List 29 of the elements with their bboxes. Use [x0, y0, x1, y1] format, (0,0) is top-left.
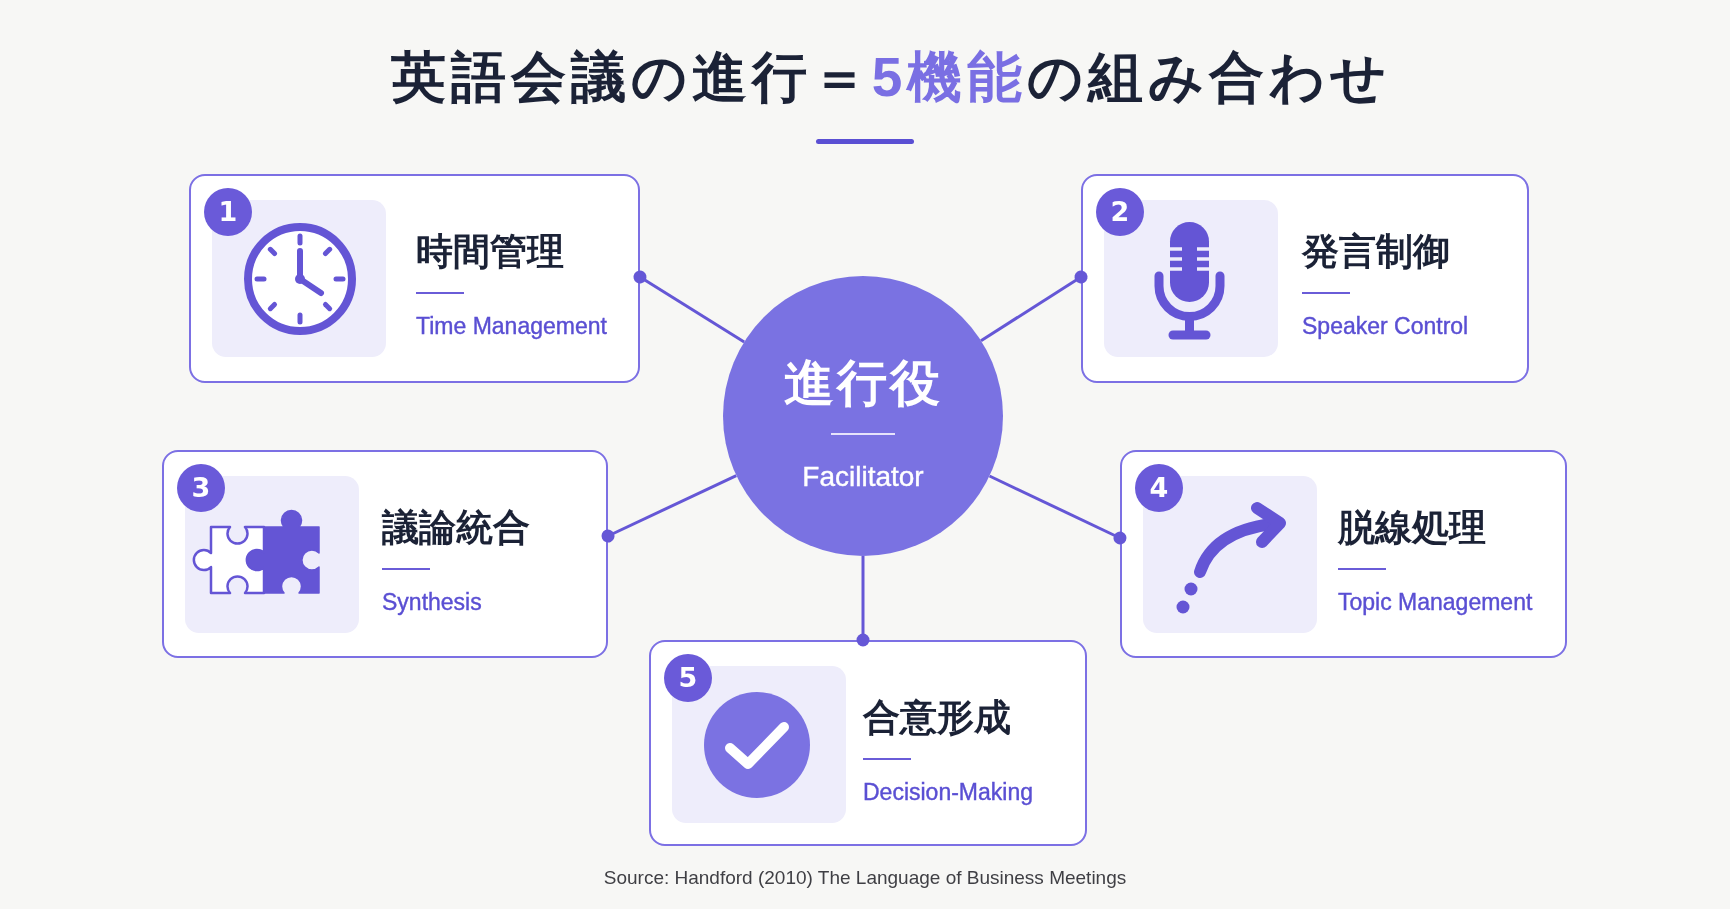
function-card — [189, 174, 640, 383]
card-subtitle: Synthesis — [382, 588, 482, 616]
function-card — [1120, 450, 1567, 658]
number-badge: 4 — [1135, 464, 1183, 512]
number-badge: 3 — [177, 464, 225, 512]
card-heading: 合意形成 — [863, 696, 1011, 740]
connector-line — [601, 474, 737, 543]
hub-subtitle: Facilitator — [802, 460, 924, 494]
connector-line — [856, 556, 870, 647]
hub-heading: 進行役 — [783, 354, 943, 413]
card-subtitle: Speaker Control — [1302, 312, 1469, 340]
number-badge: 5 — [664, 654, 712, 702]
connector-line — [633, 270, 745, 344]
number-badge: 2 — [1096, 188, 1144, 236]
card-heading: 時間管理 — [416, 230, 564, 274]
connector-line — [980, 270, 1088, 342]
function-card — [649, 640, 1087, 846]
card-subtitle: Decision-Making — [863, 778, 1033, 806]
card-heading: 脱線処理 — [1338, 506, 1486, 550]
connector-line — [988, 474, 1127, 545]
function-card — [162, 450, 608, 658]
card-heading: 議論統合 — [382, 506, 530, 550]
source-note: Source: Handford (2010) The Language of Business Meetings — [603, 866, 1127, 890]
card-subtitle: Topic Management — [1338, 588, 1533, 616]
title: 英語会議の進行＝5機能の組み合わせ — [390, 45, 1392, 110]
function-card — [1081, 174, 1529, 383]
number-badge: 1 — [204, 188, 252, 236]
card-heading: 発言制御 — [1302, 230, 1450, 274]
card-subtitle: Time Management — [416, 312, 607, 340]
